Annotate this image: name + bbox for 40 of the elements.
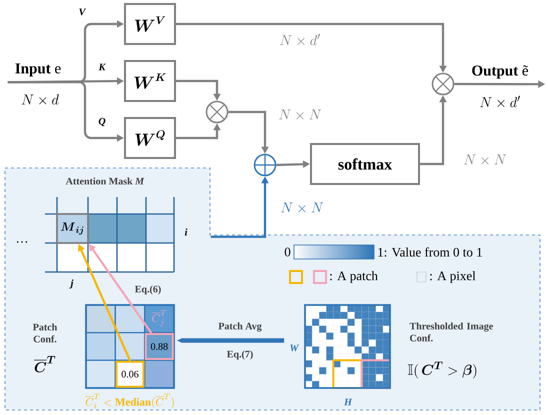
equation-label: Eq.(7) [226,350,253,360]
dimension-label: $N\times d'$ [480,96,520,108]
axis-label: W [290,344,300,352]
edge-label: $N\times N$ [279,110,322,120]
legend-text: 1: Value from 0 to 1 [378,247,482,257]
edge-label: K [98,64,106,70]
image-caption: $\mathbb{I}(\,\boldsymbol{C}^{\boldsymbol{T}} > \boldsymbol{\beta})$ [408,362,476,378]
equation-label: Eq.(6) [134,285,161,295]
tick-label: 0 [284,248,290,256]
edge-label: Q [98,118,106,126]
legend-text: : A patch [330,271,378,283]
weight-box: $\boldsymbol{W}^{\boldsymbol{Q}}$ [124,117,176,159]
edge-label: $N\times d'$ [280,34,320,46]
edge-label: Patch Avg [218,322,262,332]
grid-caption: Patch Conf. [32,323,58,343]
edge-label: $N\times N$ [464,154,506,164]
edge-label: V [79,8,86,16]
ellipsis: … [16,241,28,243]
image-caption: Thresholded Image Conf. [410,322,493,342]
axis-label: j [69,279,74,289]
weight-box: $\boldsymbol{W}^{\boldsymbol{V}}$ [124,3,176,45]
input-label: Input e [15,64,61,77]
grid-caption: $\overline{\boldsymbol{C}}^{\boldsymbol{T}}$ [34,356,56,372]
edge-label: $N\times N$ [281,202,324,212]
multiply-circle [432,72,454,96]
axis-label: i [184,228,188,236]
mask-cell: $\boldsymbol{M}_{\boldsymbol{ij}}$ [56,213,89,244]
dimension-label: $N\times d$ [22,94,59,105]
weight-box: $\boldsymbol{W}^{\boldsymbol{K}}$ [124,60,176,102]
softmax-box: softmax [310,143,420,185]
legend-text: : A pixel [430,271,476,283]
axis-label: H [344,398,352,406]
cell-label: $\overline{C}^{T}_{j}$ [152,310,166,326]
output-label: Output ẽ [472,65,528,79]
condition-label: $\overline{C}^{T}_{i} < \mathbf{Median}(\overline{C}^{T})$ [85,394,174,408]
add-circle [254,154,276,176]
multiply-circle [206,100,228,124]
value-cell: 0.88 [144,333,174,360]
value-cell: 0.06 [116,360,144,388]
thresholded-image-drawing [304,304,391,389]
